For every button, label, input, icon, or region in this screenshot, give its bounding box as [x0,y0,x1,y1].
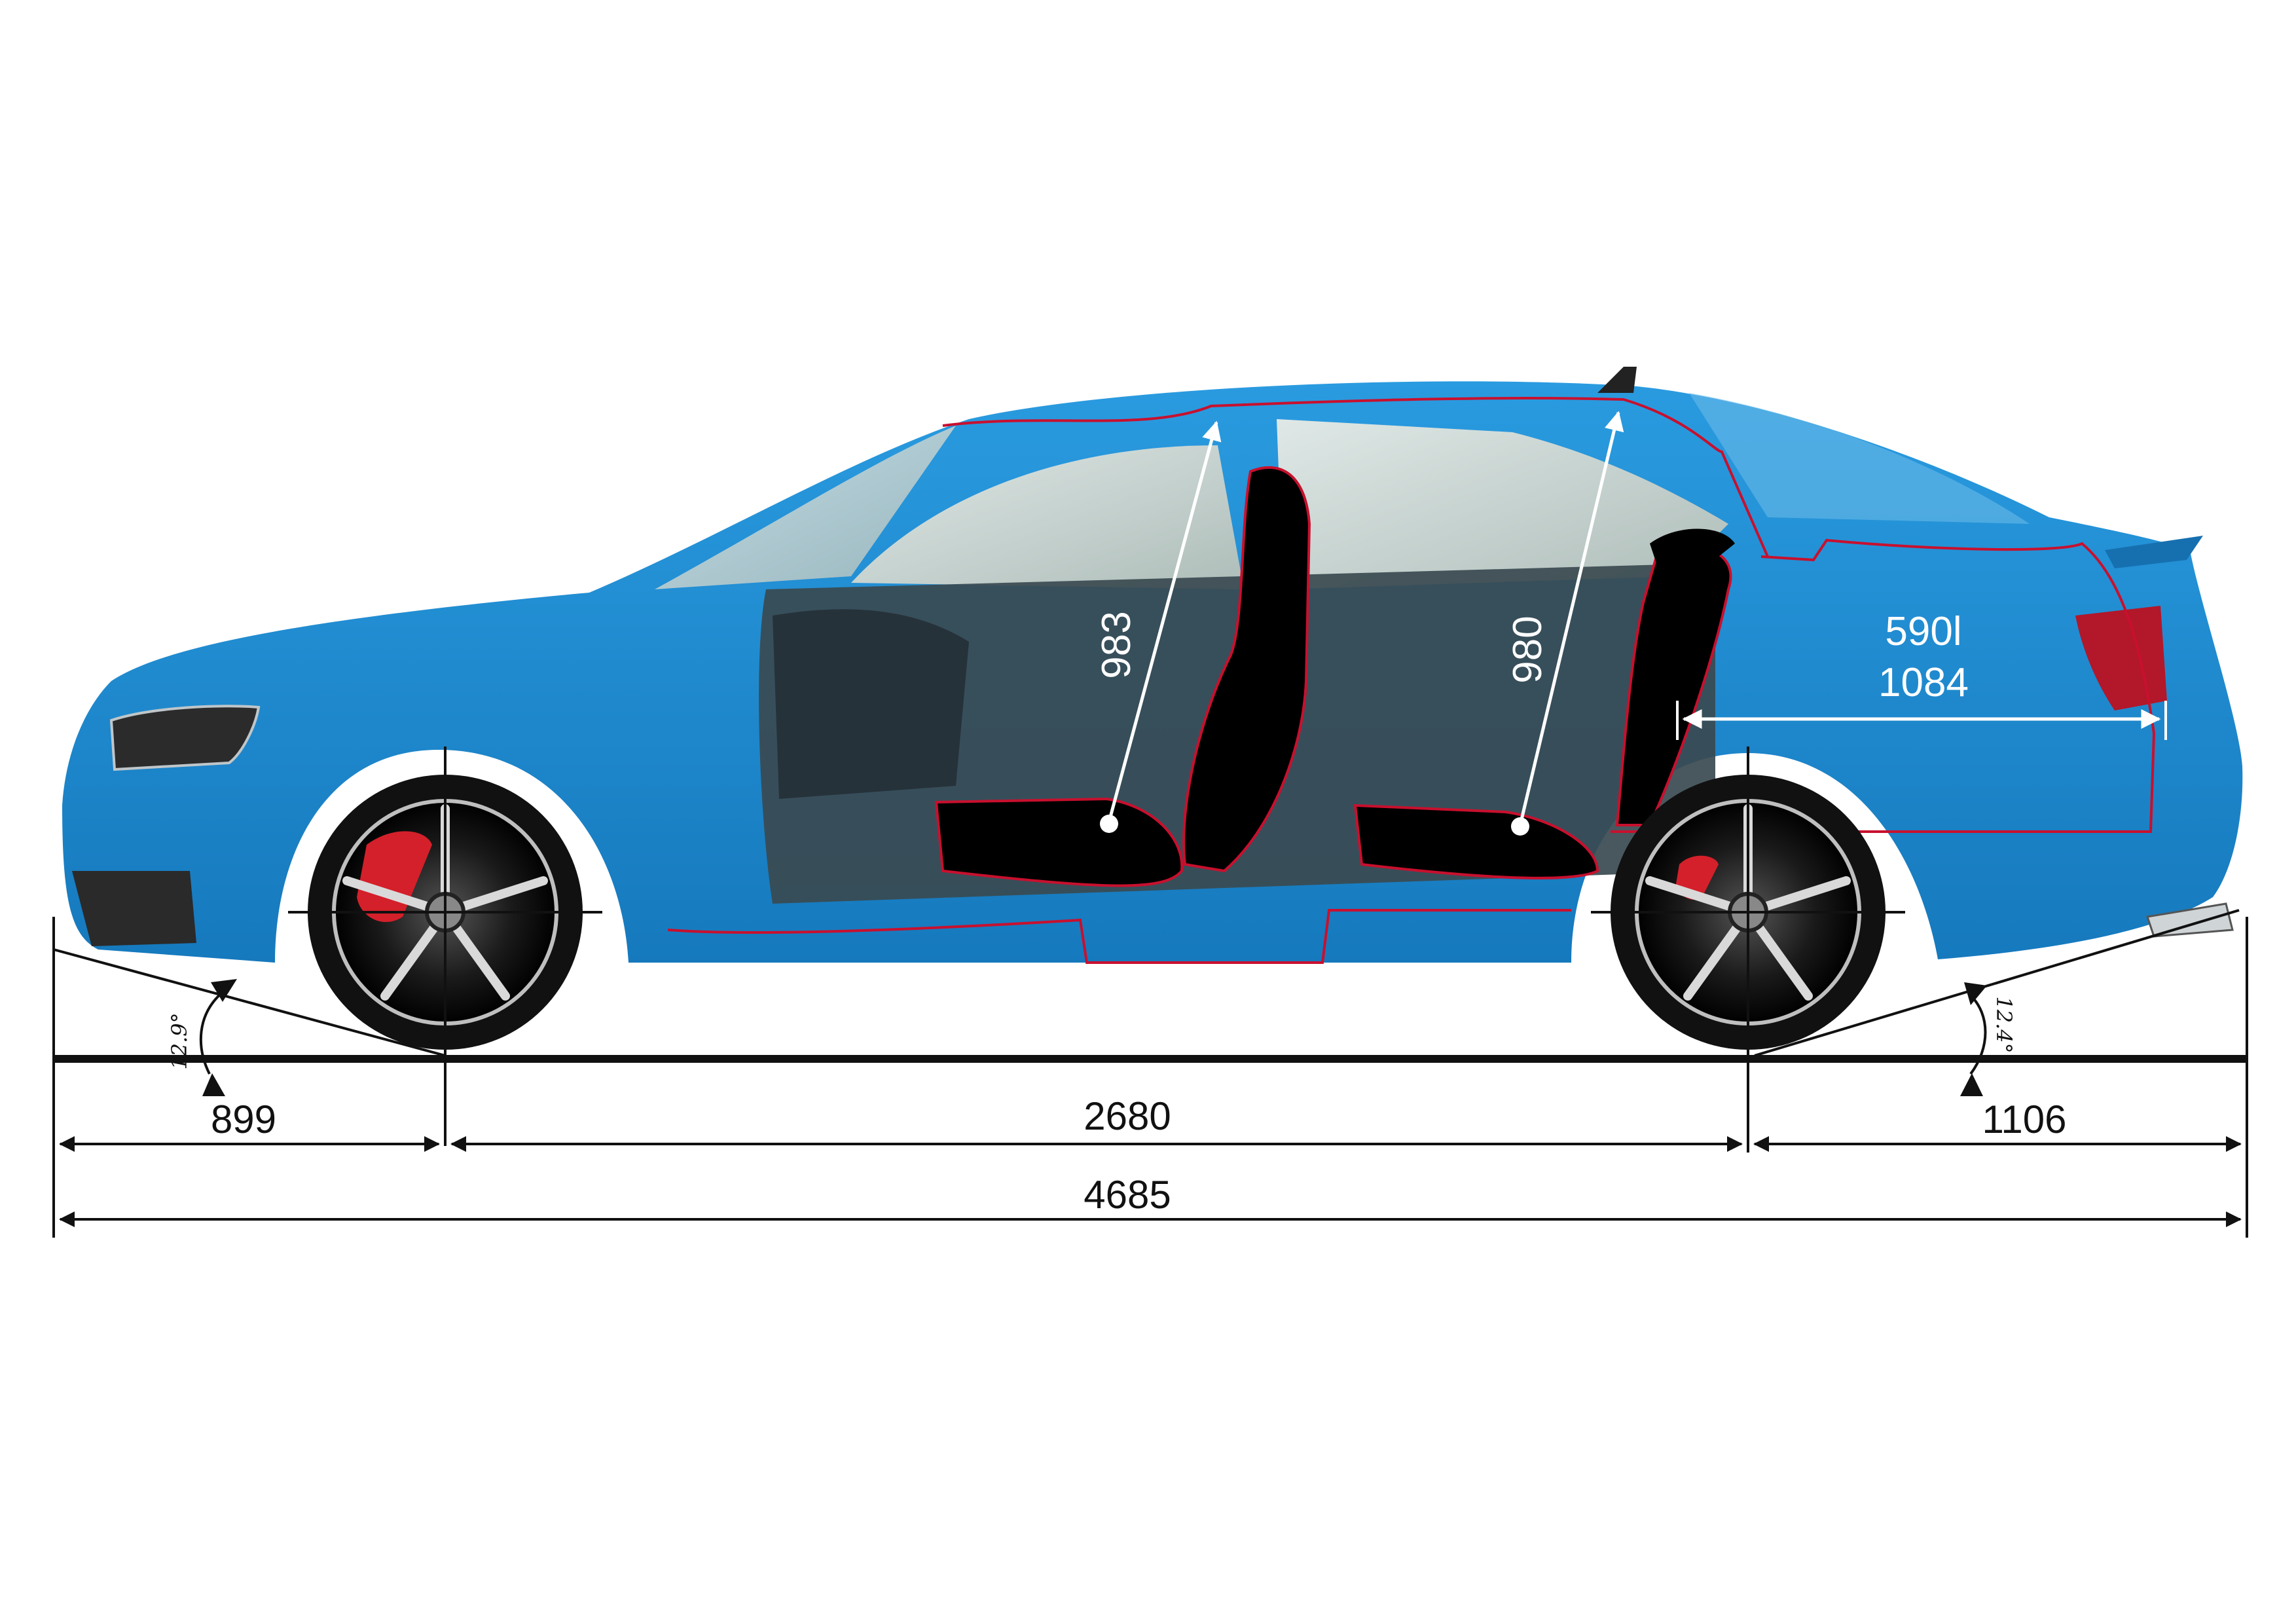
rear-seat-cushion [1353,803,1599,879]
rear-exhaust [2146,902,2234,938]
approach-pointer-upper [211,979,237,1002]
departure-pointer-lower [1960,1073,1983,1096]
front-seat-backrest [1182,466,1311,873]
front-seat-reference-point [1100,815,1118,833]
front-side-window [851,445,1244,589]
boot-extension-ticks [1676,701,2167,740]
headlight [109,705,261,771]
rear-headroom-arrow [1518,411,1624,826]
windscreen [655,426,956,589]
boot-volume-value: 590l [1885,609,1961,654]
axle-centre-lines [288,747,1905,1153]
approach-angle-arc [199,991,224,1075]
rear-side-window [1277,419,1728,589]
rear-seat-headrest [1650,528,1735,570]
dimension-lines [59,1136,2242,1227]
angle-pointers [202,979,1987,1096]
approach-angle-line [53,948,446,1057]
rear-spoiler [2105,536,2203,568]
front-grille [72,871,196,946]
departure-angle-line [1754,909,2240,1057]
front-seat-cushion [934,797,1184,887]
overall-length-value: 4685 [1084,1173,1171,1217]
headroom-arrows [1107,411,1624,826]
front-headroom-value: 983 [1094,611,1139,678]
boot-outline [1611,538,2156,833]
angle-lines [53,909,2240,1075]
rear-seat-reference-point [1511,817,1529,836]
roof-antenna [1597,367,1637,393]
front-overhang-value: 899 [211,1098,276,1141]
front-headroom-arrow [1107,420,1222,822]
approach-pointer-lower [202,1073,225,1096]
rear-overhang-value: 1106 [1982,1098,2066,1141]
departure-angle-arc [1969,994,1987,1075]
seats [934,466,1735,887]
front-brake-caliper [357,831,432,923]
rear-roof-highlight [1689,393,2030,524]
departure-pointer-upper [1964,982,1987,1005]
tail-light [2075,606,2167,710]
departure-angle-label: 12.4° [1992,996,2016,1053]
approach-angle-label: 12.9° [167,1012,192,1069]
interior-space-outline [667,397,2156,964]
rear-headroom-value: 980 [1505,616,1550,683]
boot-length-value: 1084 [1878,660,1969,705]
dashboard [773,609,969,799]
wheelbase-value: 2680 [1084,1094,1171,1138]
cabin-outline [667,397,1769,964]
rear-seat-backrest [1615,546,1732,826]
extension-lines [52,917,2248,1238]
